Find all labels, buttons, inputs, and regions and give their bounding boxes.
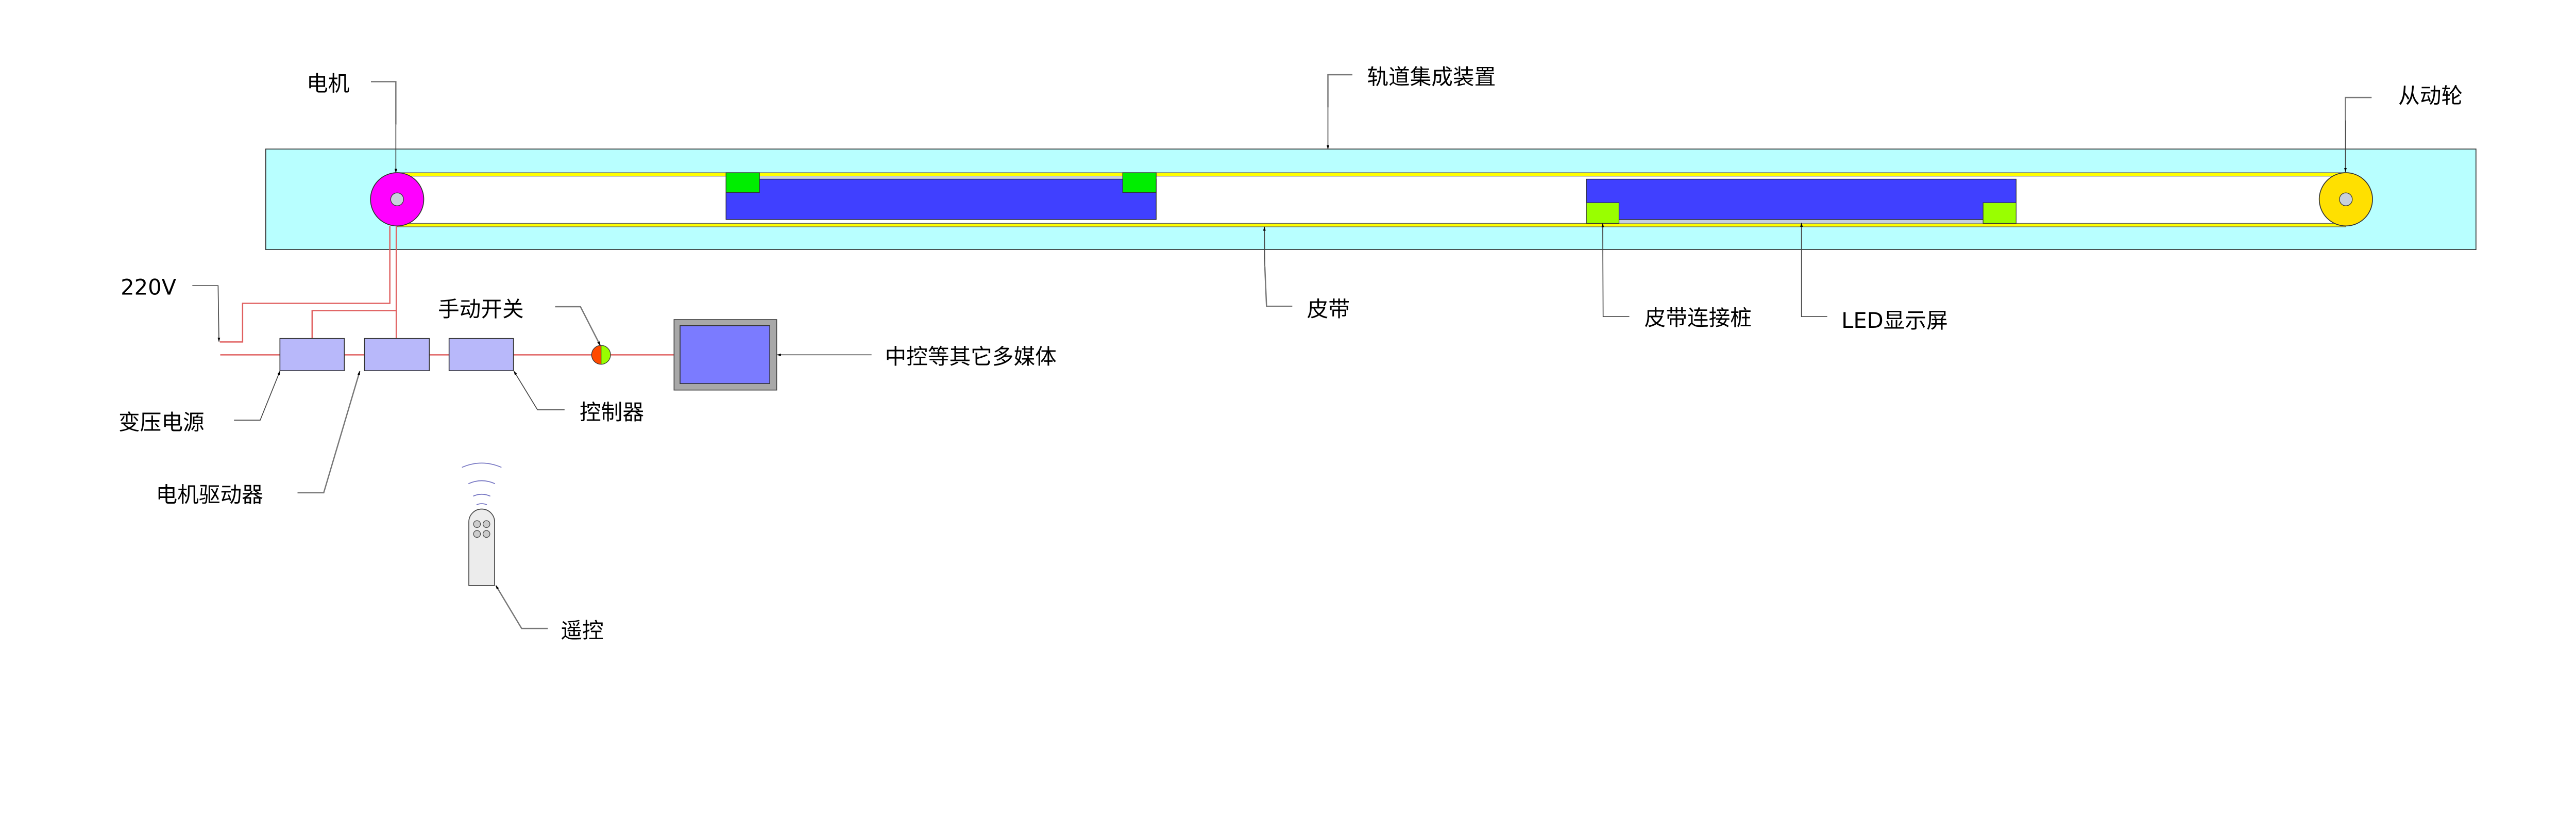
label-central-control: 中控等其它多媒体 [885, 344, 1057, 369]
leader-lines [192, 74, 2372, 629]
belt-connector-2a [1586, 202, 1620, 224]
led-panel-2 [1586, 178, 2016, 220]
manual-switch [591, 345, 611, 365]
motor-axle [390, 192, 404, 206]
label-belt-connector: 皮带连接桩 [1645, 305, 1752, 330]
belt-top [397, 172, 2346, 177]
remote-button [473, 520, 481, 528]
label-remote: 遥控 [561, 618, 603, 643]
remote-control [468, 508, 495, 586]
label-led-screen: LED显示屏 [1841, 308, 1948, 333]
label-transformer: 变压电源 [118, 409, 205, 435]
remote-button [482, 520, 490, 528]
belt-bottom [397, 223, 2346, 227]
motor-driver-box [364, 338, 430, 372]
label-manual-switch: 手动开关 [438, 296, 524, 322]
label-controller: 控制器 [580, 400, 644, 425]
label-belt: 皮带 [1307, 296, 1350, 322]
controller-box [448, 338, 514, 372]
led-panel-1-rail [726, 176, 1157, 180]
led-panel-1 [725, 178, 1157, 220]
label-motor-driver: 电机驱动器 [156, 482, 263, 507]
label-track: 轨道集成装置 [1367, 64, 1496, 89]
signal-waves-icon [462, 462, 502, 505]
remote-button [473, 530, 481, 538]
belt-connector-1b [1122, 172, 1157, 193]
label-power-input: 220V [121, 275, 177, 300]
label-motor: 电机 [307, 71, 349, 96]
monitor-screen [680, 325, 771, 385]
transformer-box [279, 338, 345, 372]
led-track-system-diagram: 电机 轨道集成装置 从动轮 220V 皮带 皮带连接桩 LED显示屏 手动开关 … [118, 64, 2477, 643]
led-panel-2-rail [1586, 219, 2016, 224]
label-follower-wheel: 从动轮 [2398, 83, 2463, 108]
belt-connector-1a [725, 172, 760, 193]
belt-inner-area [397, 176, 2346, 224]
follower-axle [2339, 192, 2353, 206]
belt-connector-2b [1982, 202, 2016, 224]
remote-button [482, 530, 490, 538]
